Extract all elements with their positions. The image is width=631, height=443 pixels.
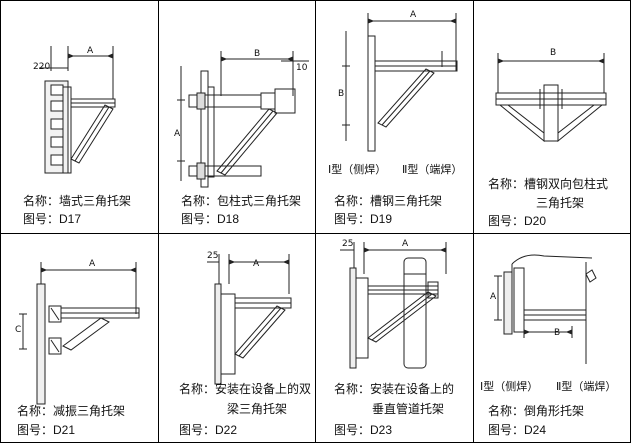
bracket-name: 安装在设备上的双 (215, 382, 312, 396)
dim-a: A (89, 259, 96, 269)
dim-10: 10 (296, 63, 308, 73)
bracket-name: 槽钢双向包柱式 (524, 177, 609, 191)
bracket-name: 槽钢三角托架 (370, 194, 443, 208)
code-line: 图号：D20 (488, 214, 547, 228)
code-line: 图号：D18 (181, 212, 240, 226)
type-1-label: Ⅰ型（侧焊） (480, 381, 539, 393)
double-column-bracket-drawing (495, 53, 607, 143)
dim-a: A (490, 292, 497, 302)
code-line: 图号：D19 (334, 212, 393, 226)
type-1-label: Ⅰ型（侧焊） (328, 164, 387, 176)
bracket-name: 安装在设备上的 (370, 382, 455, 396)
dim-a: A (87, 46, 94, 56)
bracket-name: 倒角形托架 (524, 404, 585, 418)
name-line-2: 垂直管道托架 (372, 402, 445, 416)
cell-d17: 220 A 名称：墙式三角托架 图号：D17 (1, 1, 158, 233)
bracket-name: 包柱式三角托架 (217, 194, 302, 208)
cell-d20: B 名称：槽钢双向包柱式 三角托架 图号：D20 (474, 1, 630, 233)
code-line: 图号：D23 (334, 423, 393, 437)
grid-divider (315, 1, 316, 442)
name-line: 名称：槽钢双向包柱式 (488, 177, 609, 191)
drawing-code: D18 (217, 212, 240, 226)
name-line: 名称：减振三角托架 (17, 404, 126, 418)
chamfer-bracket-drawing (494, 254, 597, 364)
code-line: 图号：D24 (488, 423, 547, 437)
wall-bracket-drawing (39, 46, 116, 174)
dim-b: B (550, 48, 557, 58)
dim-wall: 220 (33, 62, 51, 72)
dim-b: B (254, 49, 261, 59)
cell-d22: 25 A 名称：安装在设备上的双 梁三角托架 图号：D22 (159, 234, 315, 442)
name-line-2: 三角托架 (536, 196, 585, 210)
name-line: 名称：墙式三角托架 (23, 194, 132, 208)
dim-c: C (15, 325, 22, 335)
name-line-2: 梁三角托架 (227, 402, 288, 416)
channel-bracket-drawing (342, 13, 458, 152)
name-line: 名称：包柱式三角托架 (181, 194, 302, 208)
drawing-code: D21 (53, 423, 76, 437)
type-2-label: Ⅱ型（端焊） (402, 164, 463, 176)
name-line: 名称：槽钢三角托架 (334, 194, 443, 208)
cell-d18: B 10 A 名称：包柱式三角托架 图号：D18 (159, 1, 315, 233)
drawing-code: D20 (524, 214, 547, 228)
dim-a: A (253, 259, 260, 269)
dim-b: B (338, 89, 345, 99)
code-line: 图号：D17 (23, 212, 82, 226)
equipment-double-beam-drawing (207, 254, 292, 385)
column-bracket-drawing (177, 51, 309, 188)
drawing-code: D19 (370, 212, 393, 226)
dim-a: A (174, 129, 181, 139)
grid-divider (473, 1, 474, 442)
bracket-name: 墙式三角托架 (59, 194, 132, 208)
dim-25: 25 (207, 251, 219, 261)
dim-25: 25 (342, 239, 354, 249)
name-line: 名称：倒角形托架 (488, 404, 585, 418)
dim-a: A (402, 239, 409, 249)
dim-a: A (410, 10, 417, 20)
damping-bracket-drawing (19, 262, 140, 405)
type-2-label: Ⅱ型（端焊） (556, 381, 617, 393)
grid-divider (1, 233, 630, 234)
drawing-code: D23 (370, 423, 393, 437)
cell-d23: 25 A 名称：安装在设备上的 垂直管道托架 图号：D23 (316, 234, 473, 442)
code-line: 图号：D22 (179, 423, 238, 437)
vertical-pipe-bracket-drawing (340, 242, 447, 369)
drawing-code: D24 (524, 423, 547, 437)
drawing-code: D17 (59, 212, 82, 226)
bracket-name: 减振三角托架 (53, 404, 126, 418)
cell-d19: A B Ⅰ型（侧焊） Ⅱ型（端焊） 名称：槽钢三角托架 图号：D19 (316, 1, 473, 233)
name-line: 名称：安装在设备上的双 (179, 382, 312, 396)
drawing-code: D22 (215, 423, 238, 437)
cell-d24: A B Ⅰ型（侧焊） Ⅱ型（端焊） 名称：倒角形托架 图号：D24 (474, 234, 630, 442)
name-line: 名称：安装在设备上的 (334, 382, 455, 396)
dim-b: B (554, 328, 561, 338)
grid-divider (158, 1, 159, 442)
cell-d21: A C 名称：减振三角托架 图号：D21 (1, 234, 158, 442)
code-line: 图号：D21 (17, 423, 76, 437)
